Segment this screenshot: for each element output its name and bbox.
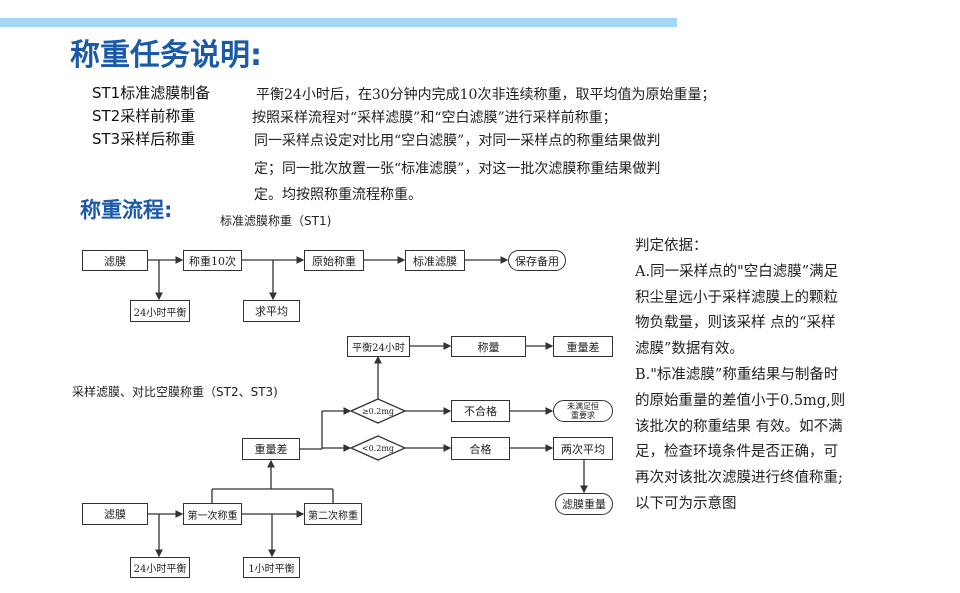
flow-title: 称重流程: [80, 198, 173, 222]
node-balance-24h: 平衡24小时 [347, 336, 410, 357]
node-two-average: 两次平均 [553, 437, 613, 460]
task-text-st3-cont: 定。均按照称重流程称重。 [254, 187, 422, 203]
node-balance-24h: 24小时平衡 [130, 300, 190, 322]
st23-caption: 采样滤膜、对比空膜称重（ST2、ST3) [72, 385, 278, 399]
criteria-line: 滤膜”数据有效。 [635, 341, 744, 358]
criteria-line: 该批次的称重结果 有效。如不满 [635, 418, 843, 435]
decision-ge-0.2mg: ≥0.2mg [361, 406, 395, 416]
criteria-text: 判定依据： A.同一采样点的"空白滤膜”满足 积尘星远小于采样滤膜上的颗粒 物负… [635, 234, 845, 518]
top-accent-bar [0, 18, 677, 27]
task-text-st1: 平衡24小时后，在30分钟内完成10次非连续称重，取平均值为原始重量； [256, 87, 716, 103]
node-weight-diff-top: 重量差 [553, 336, 613, 357]
criteria-line: 再次对该批次滤膜进行终值称重; [635, 470, 843, 487]
node-average: 求平均 [243, 300, 300, 322]
node-first-weigh: 第一次称重 [183, 503, 242, 525]
node-balance-1h: 1小时平衡 [243, 557, 300, 578]
decision-lt-0.2mg: <0.2mg [361, 443, 395, 453]
task-text-st3: 同一采样点设定对比用“空白滤膜”，对同一采样点的称重结果做判 [254, 133, 661, 149]
criteria-line: A.同一采样点的"空白滤膜”满足 [635, 263, 839, 280]
task-label-st3: ST3采样后称重 [92, 130, 196, 148]
criteria-line: B."标准滤膜”称重结果与制备时 [635, 366, 839, 383]
criteria-line: 物负载量，则该采样 点的“采样 [635, 315, 836, 332]
node-second-weigh: 第二次称重 [304, 503, 362, 525]
task-text-st2: 按照采样流程对“采样滤膜”和“空白滤膜”进行采样前称重； [252, 110, 617, 126]
task-label-st1: ST1标准滤膜制备 [92, 84, 211, 102]
page-title: 称重任务说明: [70, 38, 262, 73]
node-store: 保存备用 [508, 250, 566, 271]
node-weight-diff: 重量差 [242, 438, 300, 460]
criteria-line: 的原始重量的差值小于0.5mg,则 [635, 392, 846, 409]
criteria-line: 足，检查环境条件是否正确，可 [635, 444, 838, 461]
node-standard-membrane: 标准滤膜 [405, 250, 465, 271]
st1-caption: 标准滤膜称重（ST1) [220, 214, 332, 228]
criteria-line: 积尘星远小于采样滤膜上的颗粒 [635, 289, 838, 306]
node-fail: 不合格 [451, 400, 510, 422]
node-membrane: 滤膜 [82, 250, 148, 271]
node-unmet-constant-weight: 未满足恒重要求 [553, 400, 613, 422]
node-weigh-10: 称重10次 [183, 250, 242, 271]
task-label-st2: ST2采样前称重 [92, 107, 196, 125]
node-original-weight: 原始称重 [304, 250, 364, 271]
node-pass: 合格 [451, 437, 510, 460]
node-membrane-weight: 滤膜重量 [555, 493, 613, 515]
node-weigh: 称量 [451, 336, 526, 357]
criteria-line: 以下可为示意图 [635, 495, 737, 512]
node-balance-24h: 24小时平衡 [130, 557, 190, 578]
task-text-st3-cont: 定；同一批次放置一张“标准滤膜”，对这一批次滤膜称重结果做判 [254, 161, 661, 177]
criteria-line: 判定依据： [635, 238, 708, 254]
node-membrane: 滤膜 [82, 503, 148, 525]
